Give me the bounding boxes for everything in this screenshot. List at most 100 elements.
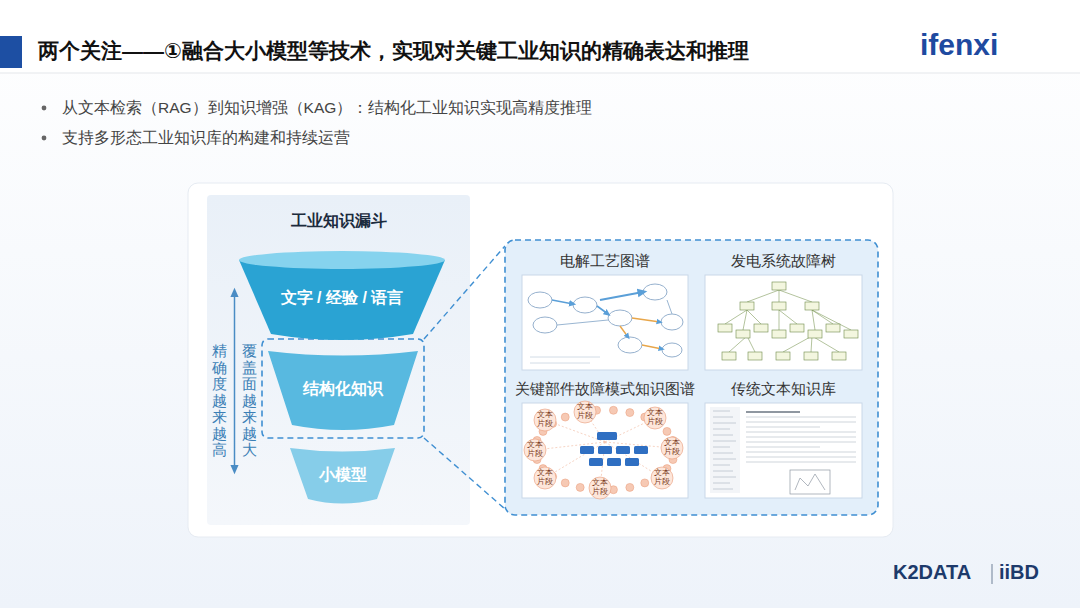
tree-box xyxy=(776,352,790,360)
funnel-band: 文字 / 经验 / 语言 xyxy=(237,250,447,342)
image-frame xyxy=(705,275,862,370)
doc-line xyxy=(746,457,856,458)
graph-node xyxy=(574,401,596,423)
graph-dot xyxy=(641,479,649,487)
doc-line xyxy=(746,462,856,463)
doc-line xyxy=(713,471,733,472)
knowledge-graph-art xyxy=(524,401,683,499)
doc-line xyxy=(713,465,730,466)
tree-box xyxy=(754,324,768,332)
tree-box xyxy=(740,302,754,310)
card-title: 电解工艺图谱 xyxy=(560,252,650,270)
partner-logo: K2DATA xyxy=(893,561,971,584)
graph-node-label: 文本片段 xyxy=(577,403,593,421)
header-ground xyxy=(0,0,1080,74)
graph-dot xyxy=(626,409,634,417)
card-title: 关键部件故障模式知识图谱 xyxy=(515,380,695,398)
bullet-dot xyxy=(42,136,47,141)
brand-logo: ifenxi xyxy=(920,28,998,62)
bullet-text: 从文本检索（RAG）到知识增强（KAG）：结构化工业知识实现高精度推理 xyxy=(62,98,592,119)
example-card: 发电系统故障树 xyxy=(705,250,862,370)
graph-node xyxy=(661,437,683,459)
graph-node xyxy=(651,467,673,489)
doc-line xyxy=(713,483,730,484)
doc-line xyxy=(713,423,736,424)
graph-dot xyxy=(561,413,569,421)
doc-line xyxy=(713,453,733,454)
graph-node-label: 文本片段 xyxy=(537,469,553,487)
graph-dot xyxy=(609,406,617,414)
band-fill xyxy=(290,448,395,504)
doc-line xyxy=(713,411,730,412)
partner-logo: iiBD xyxy=(999,561,1039,584)
tree-link xyxy=(812,310,833,324)
tree-box xyxy=(808,330,822,338)
logo-divider xyxy=(991,564,993,584)
funnel-ground xyxy=(207,195,470,525)
double-arrow xyxy=(234,292,236,470)
graph-dot xyxy=(663,427,671,435)
doc-line xyxy=(713,477,736,478)
fault-tree-art xyxy=(718,282,858,360)
graph-node xyxy=(644,407,666,429)
axis-text: 精确度越来越高 xyxy=(212,343,227,459)
doc-line xyxy=(746,411,800,412)
band-label: 小模型 xyxy=(319,465,367,484)
tree-box xyxy=(844,330,858,338)
image-frame xyxy=(522,403,688,498)
doc-figure xyxy=(790,470,830,494)
band-fill xyxy=(268,351,418,430)
tree-box xyxy=(718,324,732,332)
graph-node-label: 文本片段 xyxy=(592,479,608,497)
tree-box xyxy=(722,352,736,360)
doc-line xyxy=(713,429,730,430)
tree-box xyxy=(790,324,804,332)
doc-line xyxy=(746,447,820,448)
doc-figure xyxy=(795,474,825,490)
card-title: 传统文本知识库 xyxy=(731,380,836,398)
band-label: 结构化知识 xyxy=(303,379,383,398)
band-fill xyxy=(239,260,445,340)
graph-core xyxy=(589,458,603,466)
doc-sidebar xyxy=(710,407,740,493)
graph-node-label: 文本片段 xyxy=(527,441,543,459)
doc-line xyxy=(713,435,733,436)
graph-node-label: 文本片段 xyxy=(647,409,663,427)
graph-core xyxy=(597,432,617,440)
tree-link xyxy=(812,336,839,352)
graph-core xyxy=(580,446,594,454)
funnel-rim xyxy=(239,251,445,269)
example-card: 传统文本知识库 xyxy=(705,378,862,498)
card-title: 发电系统故障树 xyxy=(731,252,836,270)
bullet-dot xyxy=(42,106,47,111)
funnel-band: 小模型 xyxy=(290,444,395,506)
graph-node xyxy=(589,477,611,499)
tree-box xyxy=(804,352,818,360)
graph-core xyxy=(616,446,630,454)
doc-line xyxy=(713,459,736,460)
graph-core xyxy=(598,446,612,454)
tree-box xyxy=(805,302,819,310)
graph-core xyxy=(625,458,639,466)
doc-line xyxy=(713,447,730,448)
outer-panel xyxy=(188,183,893,537)
tree-box xyxy=(772,330,786,338)
tree-box xyxy=(832,352,846,360)
band-label: 文字 / 经验 / 语言 xyxy=(281,288,404,307)
graph-dot xyxy=(561,479,569,487)
process-map-art xyxy=(528,284,683,363)
tree-link xyxy=(779,290,812,302)
doc-line xyxy=(746,427,820,428)
image-frame xyxy=(522,275,688,370)
doc-line xyxy=(713,489,733,490)
tree-box xyxy=(748,352,762,360)
example-panel xyxy=(505,240,878,515)
header-rule xyxy=(0,73,1080,74)
tree-link xyxy=(747,290,779,302)
tree-box xyxy=(736,330,750,338)
doc-line xyxy=(746,437,856,438)
tree-link xyxy=(783,336,812,352)
tree-link xyxy=(812,310,815,330)
